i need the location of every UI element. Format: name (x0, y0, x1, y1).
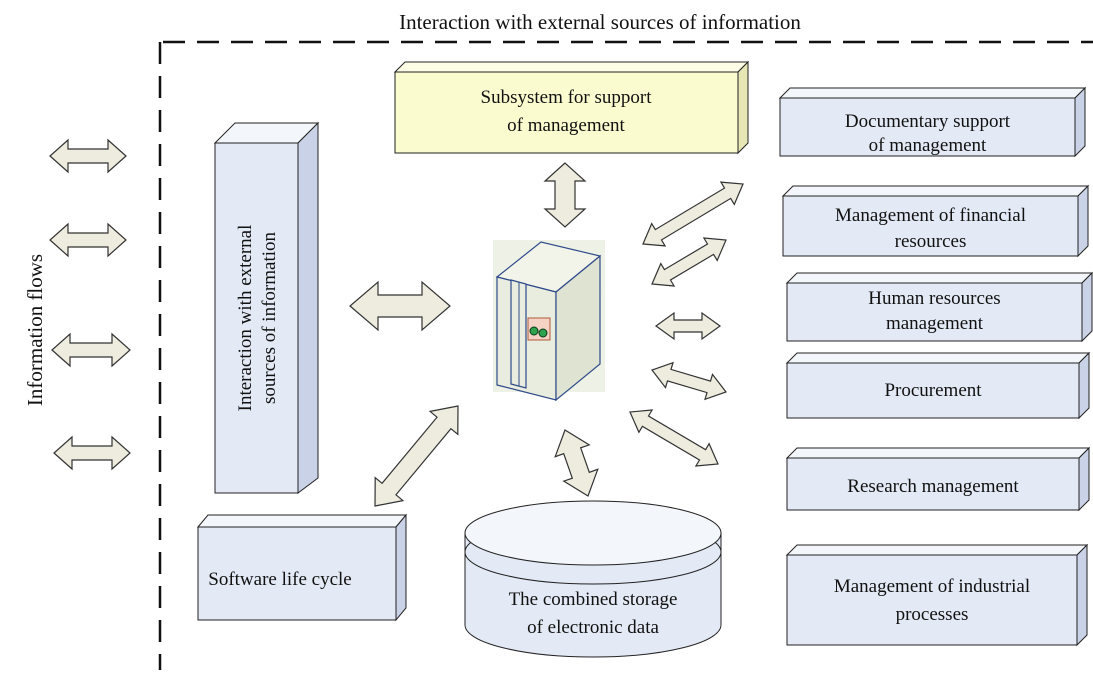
module-boxes: Documentary support of managementManageme… (778, 86, 1093, 647)
storage-cylinder: The combined storage of electronic data (464, 500, 722, 658)
module-box-3: Human resources management (785, 271, 1093, 343)
module-box-1: Documentary support of management (778, 86, 1087, 158)
information-flows-label: Information flows (23, 254, 47, 406)
external-interaction-line1: Interaction with external (235, 225, 256, 412)
arrow-server-procurement (651, 361, 727, 401)
arrow-server-financial (651, 237, 727, 287)
support-subsystem-line2: of management (507, 115, 625, 136)
arrow-lifecycle-server (374, 405, 459, 507)
external-interaction-box: Interaction with external sources of inf… (213, 121, 320, 494)
module-box-6: Management of industrial processes (785, 543, 1089, 647)
software-lifecycle-box: Software life cycle (196, 513, 408, 622)
system-boundary (158, 40, 1093, 670)
module-label-6: Management of industrial (834, 576, 1030, 597)
storage-line2: of electronic data (527, 617, 659, 638)
information-flow-arrows (49, 138, 131, 471)
module-sublabel-2: resources (895, 231, 967, 252)
module-label-1: Documentary support (845, 111, 1011, 132)
arrow-storage-server (554, 429, 599, 497)
support-subsystem-line1: Subsystem for support (481, 87, 653, 108)
software-lifecycle-label: Software life cycle (208, 569, 351, 590)
information-flow-arrow-1 (49, 138, 127, 174)
module-label-2: Management of financial (835, 205, 1026, 226)
storage-line1: The combined storage (509, 589, 678, 610)
boundary-title: Interaction with external sources of inf… (399, 10, 801, 34)
module-box-5: Research management (785, 446, 1091, 512)
module-sublabel-3: management (886, 313, 984, 334)
information-flow-arrow-4 (53, 435, 131, 471)
flow-arrows (349, 162, 744, 507)
server-icon (493, 240, 605, 402)
support-subsystem-box: Subsystem for support of management (393, 60, 750, 155)
information-flow-arrow-2 (49, 222, 127, 258)
arrow-server-documentary (642, 181, 744, 247)
arrow-server-hr (654, 311, 722, 341)
information-flow-arrow-3 (51, 332, 131, 368)
module-box-2: Management of financial resources (781, 184, 1090, 258)
arrow-external-server (349, 280, 451, 332)
module-label-4: Procurement (884, 380, 982, 401)
module-sublabel-1: of management (869, 135, 987, 156)
arrow-support-server (543, 162, 587, 228)
module-box-4: Procurement (785, 351, 1091, 420)
module-label-5: Research management (847, 476, 1019, 497)
module-label-3: Human resources (868, 288, 1000, 309)
arrow-server-research (629, 409, 719, 467)
external-interaction-line2: sources of information (259, 231, 280, 404)
module-sublabel-6: processes (896, 604, 969, 625)
